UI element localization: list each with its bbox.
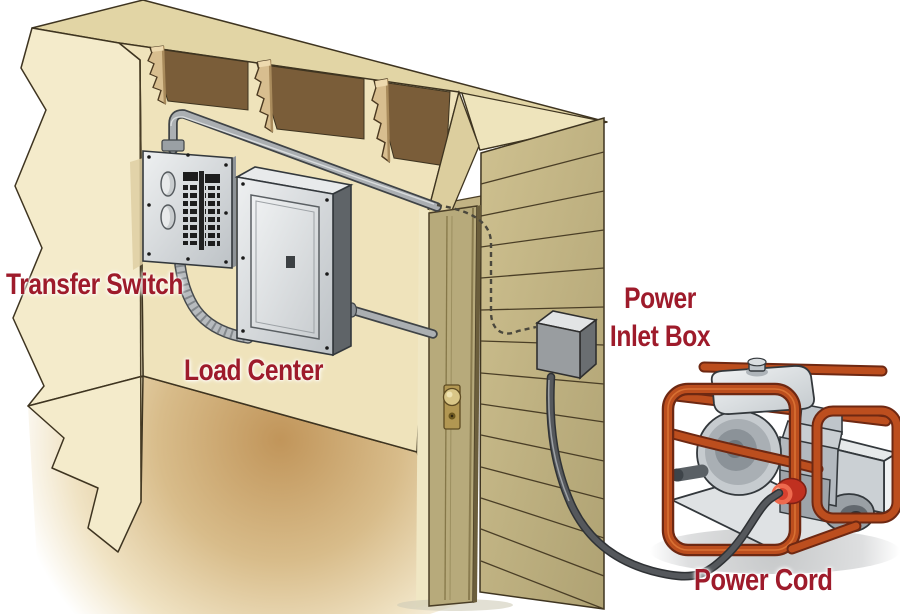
label-power-cord: Power Cord <box>694 562 833 597</box>
attic-rafters <box>146 44 451 167</box>
entry-door <box>397 205 513 611</box>
power-inlet-box <box>535 310 598 380</box>
label-power-inlet-box-line1: Power <box>624 282 696 315</box>
panel-screws <box>147 153 228 264</box>
panel-screws <box>241 182 329 350</box>
hidden-conduit-dashed <box>436 203 537 335</box>
door-knob <box>442 384 462 430</box>
power-cord-cable <box>546 372 784 581</box>
load-center-door <box>250 194 320 340</box>
load-center-panel <box>234 166 354 357</box>
label-power-inlet-box: Power Inlet Box <box>594 280 725 357</box>
door-latch <box>286 256 295 268</box>
portable-generator <box>650 357 900 574</box>
wall-cut-edge <box>12 27 144 407</box>
shaft-stub <box>670 464 709 482</box>
transfer-switch-panel <box>130 139 236 270</box>
breaker-array <box>183 171 220 250</box>
label-load-center: Load Center <box>184 354 324 387</box>
conduit-run <box>168 109 442 212</box>
flex-conduit <box>174 259 254 344</box>
label-transfer-switch: Transfer Switch <box>6 268 184 301</box>
label-power-inlet-box-line2: Inlet Box <box>609 320 711 354</box>
